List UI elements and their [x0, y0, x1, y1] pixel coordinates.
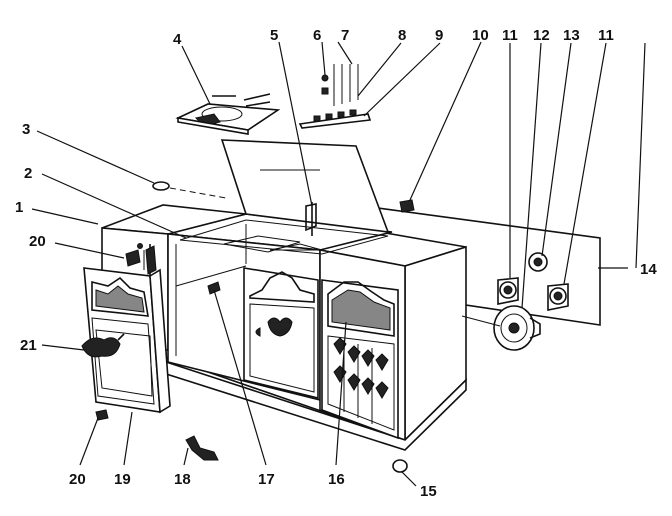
callout-12: 12 — [533, 27, 550, 44]
callout-6: 6 — [313, 27, 321, 44]
tuner-strip — [298, 64, 372, 129]
center-door — [243, 267, 319, 400]
small-parts — [81, 181, 415, 473]
callout-20a: 20 — [69, 471, 86, 488]
speaker-11b-woofer — [493, 305, 541, 351]
callout-8: 8 — [398, 27, 406, 44]
speaker-13 — [547, 283, 569, 311]
speaker-11a — [497, 277, 519, 305]
callout-11a: 11 — [502, 27, 518, 44]
right-door — [321, 279, 399, 440]
callout-1: 1 — [15, 199, 23, 216]
callout-9: 9 — [435, 27, 443, 44]
callout-16: 16 — [328, 471, 345, 488]
callout-labels: 1 2 3 4 5 6 7 8 9 10 11 12 13 11 14 15 1… — [15, 27, 657, 500]
callout-7: 7 — [341, 27, 349, 44]
lid — [220, 139, 390, 233]
leader-lines — [31, 41, 646, 487]
callout-20b: 20 — [29, 233, 46, 250]
callout-21: 21 — [20, 337, 37, 354]
callout-2: 2 — [24, 165, 32, 182]
callout-3: 3 — [22, 121, 30, 138]
record-changer — [175, 93, 281, 135]
callout-11b: 11 — [598, 27, 614, 44]
callout-14: 14 — [640, 261, 657, 278]
callout-18: 18 — [174, 471, 191, 488]
turntable-well — [175, 219, 389, 356]
callout-5: 5 — [270, 27, 278, 44]
callout-19: 19 — [114, 471, 131, 488]
callout-17: 17 — [258, 471, 275, 488]
door-carving — [333, 337, 389, 424]
speakers — [461, 252, 569, 351]
callout-13: 13 — [563, 27, 580, 44]
speaker-12 — [528, 252, 548, 272]
callout-4: 4 — [173, 31, 182, 48]
callout-10: 10 — [472, 27, 489, 44]
left-door — [83, 244, 171, 414]
callout-15: 15 — [420, 483, 437, 500]
